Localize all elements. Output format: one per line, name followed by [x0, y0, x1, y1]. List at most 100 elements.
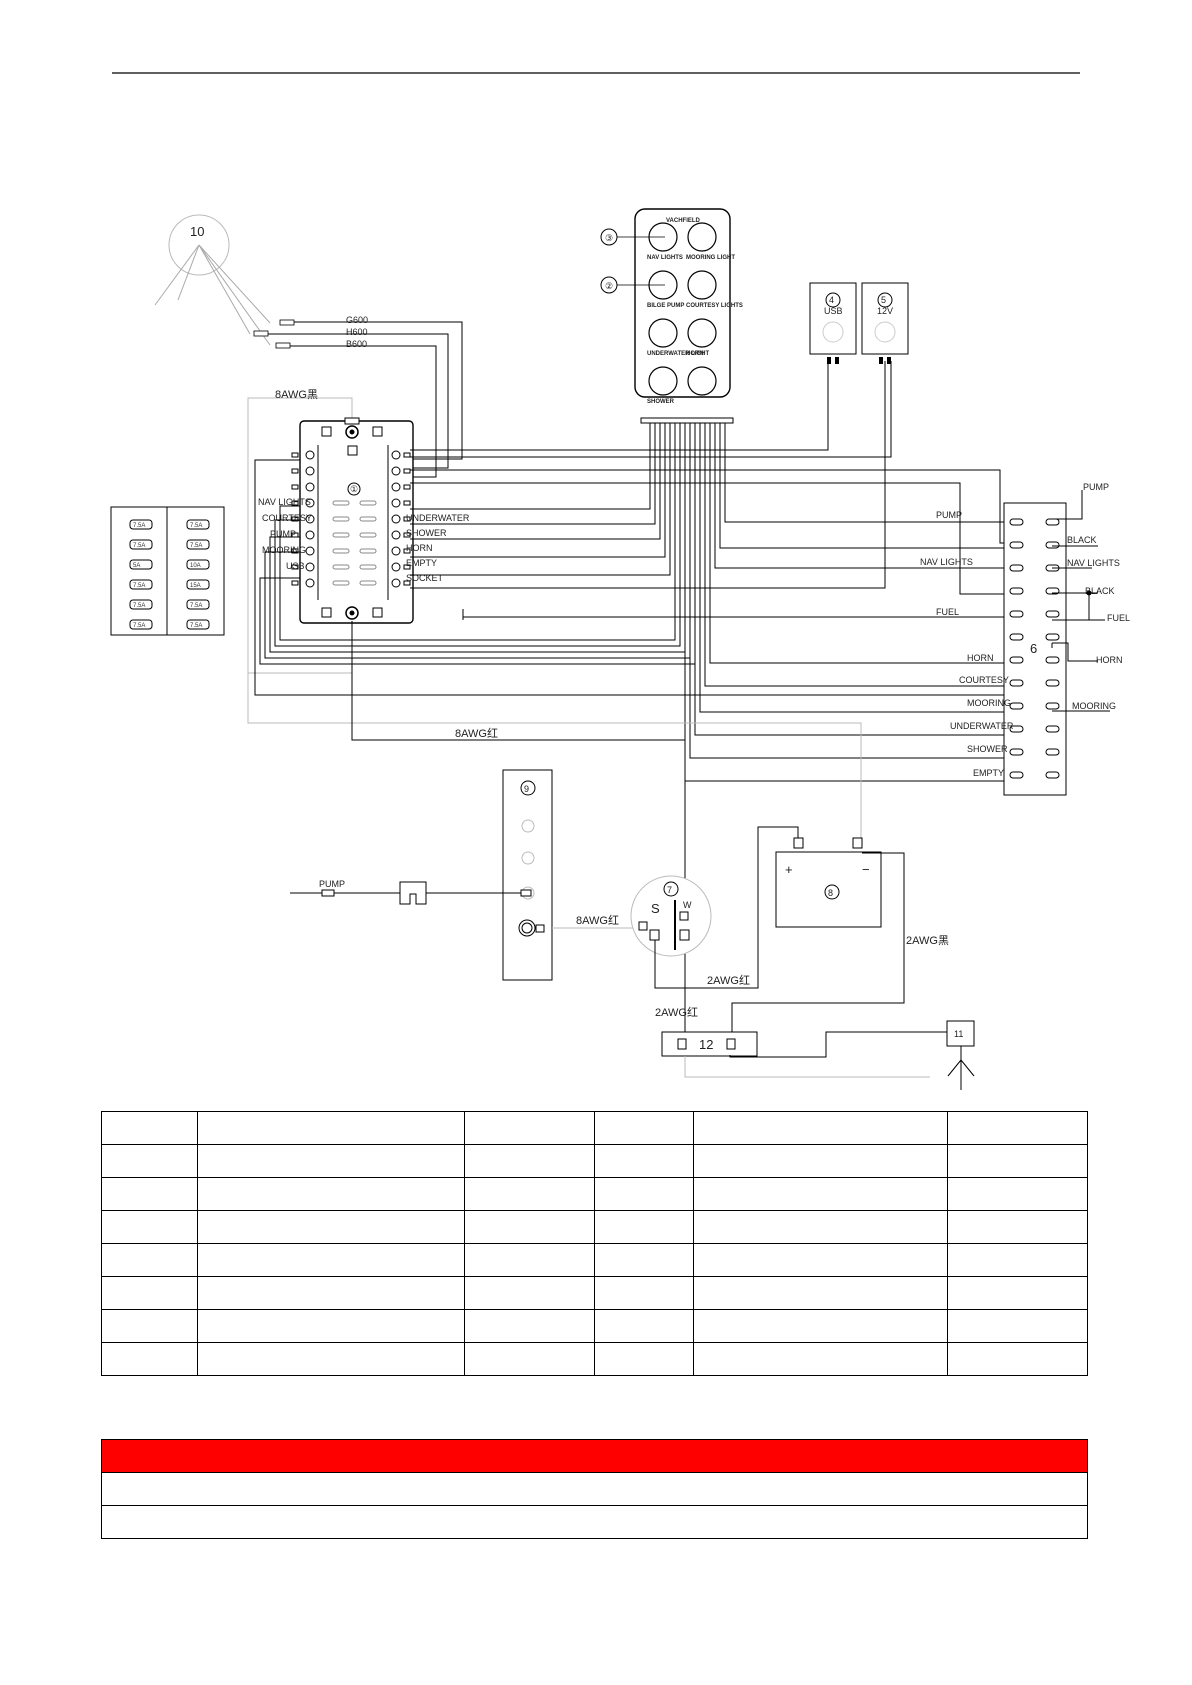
fusebox-screw — [305, 482, 315, 492]
spare-fuse — [129, 539, 153, 550]
svg-text:USB: USB — [824, 306, 843, 316]
spec-cell — [100, 1177, 199, 1211]
spec-cell — [197, 1177, 466, 1211]
svg-text:2AWG红: 2AWG红 — [655, 1006, 698, 1019]
spare-fuse — [186, 539, 210, 550]
fusebox-pin — [403, 500, 411, 506]
terminal-label-left: SHOWER — [967, 744, 1008, 754]
terminal-contact — [1045, 702, 1060, 710]
spec-cell — [692, 1342, 948, 1376]
fusebox-screw — [391, 546, 401, 556]
svg-text:①: ① — [350, 484, 358, 494]
fusebox-screw — [305, 514, 315, 524]
terminal-contact — [1045, 518, 1060, 526]
spec-cell — [594, 1210, 694, 1244]
switch-button-label: HORN — [686, 351, 704, 357]
terminal-contact — [1045, 679, 1060, 687]
spare-fuse — [129, 559, 153, 570]
spec-cell — [946, 1144, 1089, 1178]
svg-text:12: 12 — [699, 1037, 713, 1052]
spec-cell — [594, 1342, 694, 1376]
terminal-contact — [1009, 702, 1024, 710]
fuse-label-right: SOCKET — [406, 573, 444, 583]
svg-text:PUMP: PUMP — [319, 879, 345, 889]
spec-cell — [692, 1111, 948, 1145]
spec-cell — [100, 1276, 199, 1310]
spec-cell — [594, 1177, 694, 1211]
spare-fuse — [186, 559, 210, 570]
fusebox-fuse — [332, 500, 350, 506]
switch-button-label: BILGE PUMP — [647, 303, 684, 309]
fusebox-pin — [403, 484, 411, 490]
spec-cell — [464, 1111, 596, 1145]
fusebox-pin — [291, 564, 299, 570]
spec-cell — [594, 1309, 694, 1343]
terminal-contact — [1045, 748, 1060, 756]
terminal-contact — [1009, 541, 1024, 549]
spec-cell — [464, 1210, 596, 1244]
fusebox-pin — [291, 468, 299, 474]
spare-fuse — [186, 579, 210, 590]
switch-button — [648, 318, 678, 348]
spec-cell — [197, 1243, 466, 1277]
fusebox-screw — [305, 578, 315, 588]
terminal-label-left: COURTESY — [959, 675, 1009, 685]
spec-cell — [946, 1111, 1089, 1145]
fusebox-fuse — [332, 516, 350, 522]
fusebox-pin — [291, 548, 299, 554]
spec-cell — [946, 1210, 1089, 1244]
spec-cell — [464, 1243, 596, 1277]
terminal-contact — [1009, 771, 1024, 779]
spare-fuse-rating: 7.5A — [133, 543, 145, 549]
component-usb-socket: 4 USB — [809, 282, 857, 364]
spec-cell — [100, 1210, 199, 1244]
svg-text:②: ② — [605, 281, 613, 291]
terminal-contact — [1009, 587, 1024, 595]
fusebox-pin — [291, 484, 299, 490]
fusebox-screw — [305, 562, 315, 572]
svg-text:+: + — [785, 862, 793, 877]
terminal-label-left: NAV LIGHTS — [920, 557, 973, 567]
spec-table — [100, 1111, 1089, 1376]
terminal-label-left: UNDERWATER — [950, 721, 1014, 731]
spec-row — [100, 1210, 1089, 1244]
terminal-contact — [1045, 610, 1060, 618]
warning-header-row — [101, 1439, 1088, 1473]
spec-cell — [100, 1111, 199, 1145]
spec-cell — [594, 1276, 694, 1310]
fusebox-screw — [391, 450, 401, 460]
component-1-fuse-box: 8AWG黑 ① NAV LIGHTSCOURTESYPUMPMOORINGUSB… — [247, 388, 470, 674]
component-8-battery: 8 + − 2AWG红 2AWG黑 — [654, 826, 949, 1032]
terminal-label-left: FUEL — [936, 607, 959, 617]
spec-cell — [197, 1309, 466, 1343]
switch-button — [687, 222, 717, 252]
terminal-label-right: FUEL — [1107, 613, 1130, 623]
fusebox-fuse — [359, 516, 377, 522]
spare-fuse — [186, 519, 210, 530]
switch-button-label: UNDERWATER LIGHT — [647, 351, 709, 357]
fusebox-screw — [391, 482, 401, 492]
terminal-label-right: NAV LIGHTS — [1067, 558, 1120, 568]
terminal-label-left: EMPTY — [973, 768, 1004, 778]
spare-fuse-rating: 7.5A — [133, 523, 145, 529]
spec-cell — [197, 1111, 466, 1145]
svg-text:8AWG红: 8AWG红 — [455, 727, 498, 740]
spare-fuse-rating: 7.5A — [190, 523, 202, 529]
terminal-contact — [1009, 656, 1024, 664]
svg-text:2AWG黑: 2AWG黑 — [906, 934, 949, 947]
fusebox-pin — [291, 580, 299, 586]
fusebox-fuse — [332, 532, 350, 538]
spare-fuse-rating: 7.5A — [190, 543, 202, 549]
svg-text:8AWG红: 8AWG红 — [576, 914, 619, 927]
spec-cell — [692, 1144, 948, 1178]
warning-cell — [101, 1505, 1088, 1539]
spec-cell — [946, 1276, 1089, 1310]
spec-row — [100, 1177, 1089, 1211]
fusebox-pin — [403, 580, 411, 586]
svg-text:11: 11 — [954, 1029, 963, 1039]
component-12v-socket: 5 12V — [861, 282, 909, 364]
spec-cell — [197, 1144, 466, 1178]
fusebox-fuse — [332, 564, 350, 570]
svg-text:6: 6 — [1030, 641, 1037, 656]
